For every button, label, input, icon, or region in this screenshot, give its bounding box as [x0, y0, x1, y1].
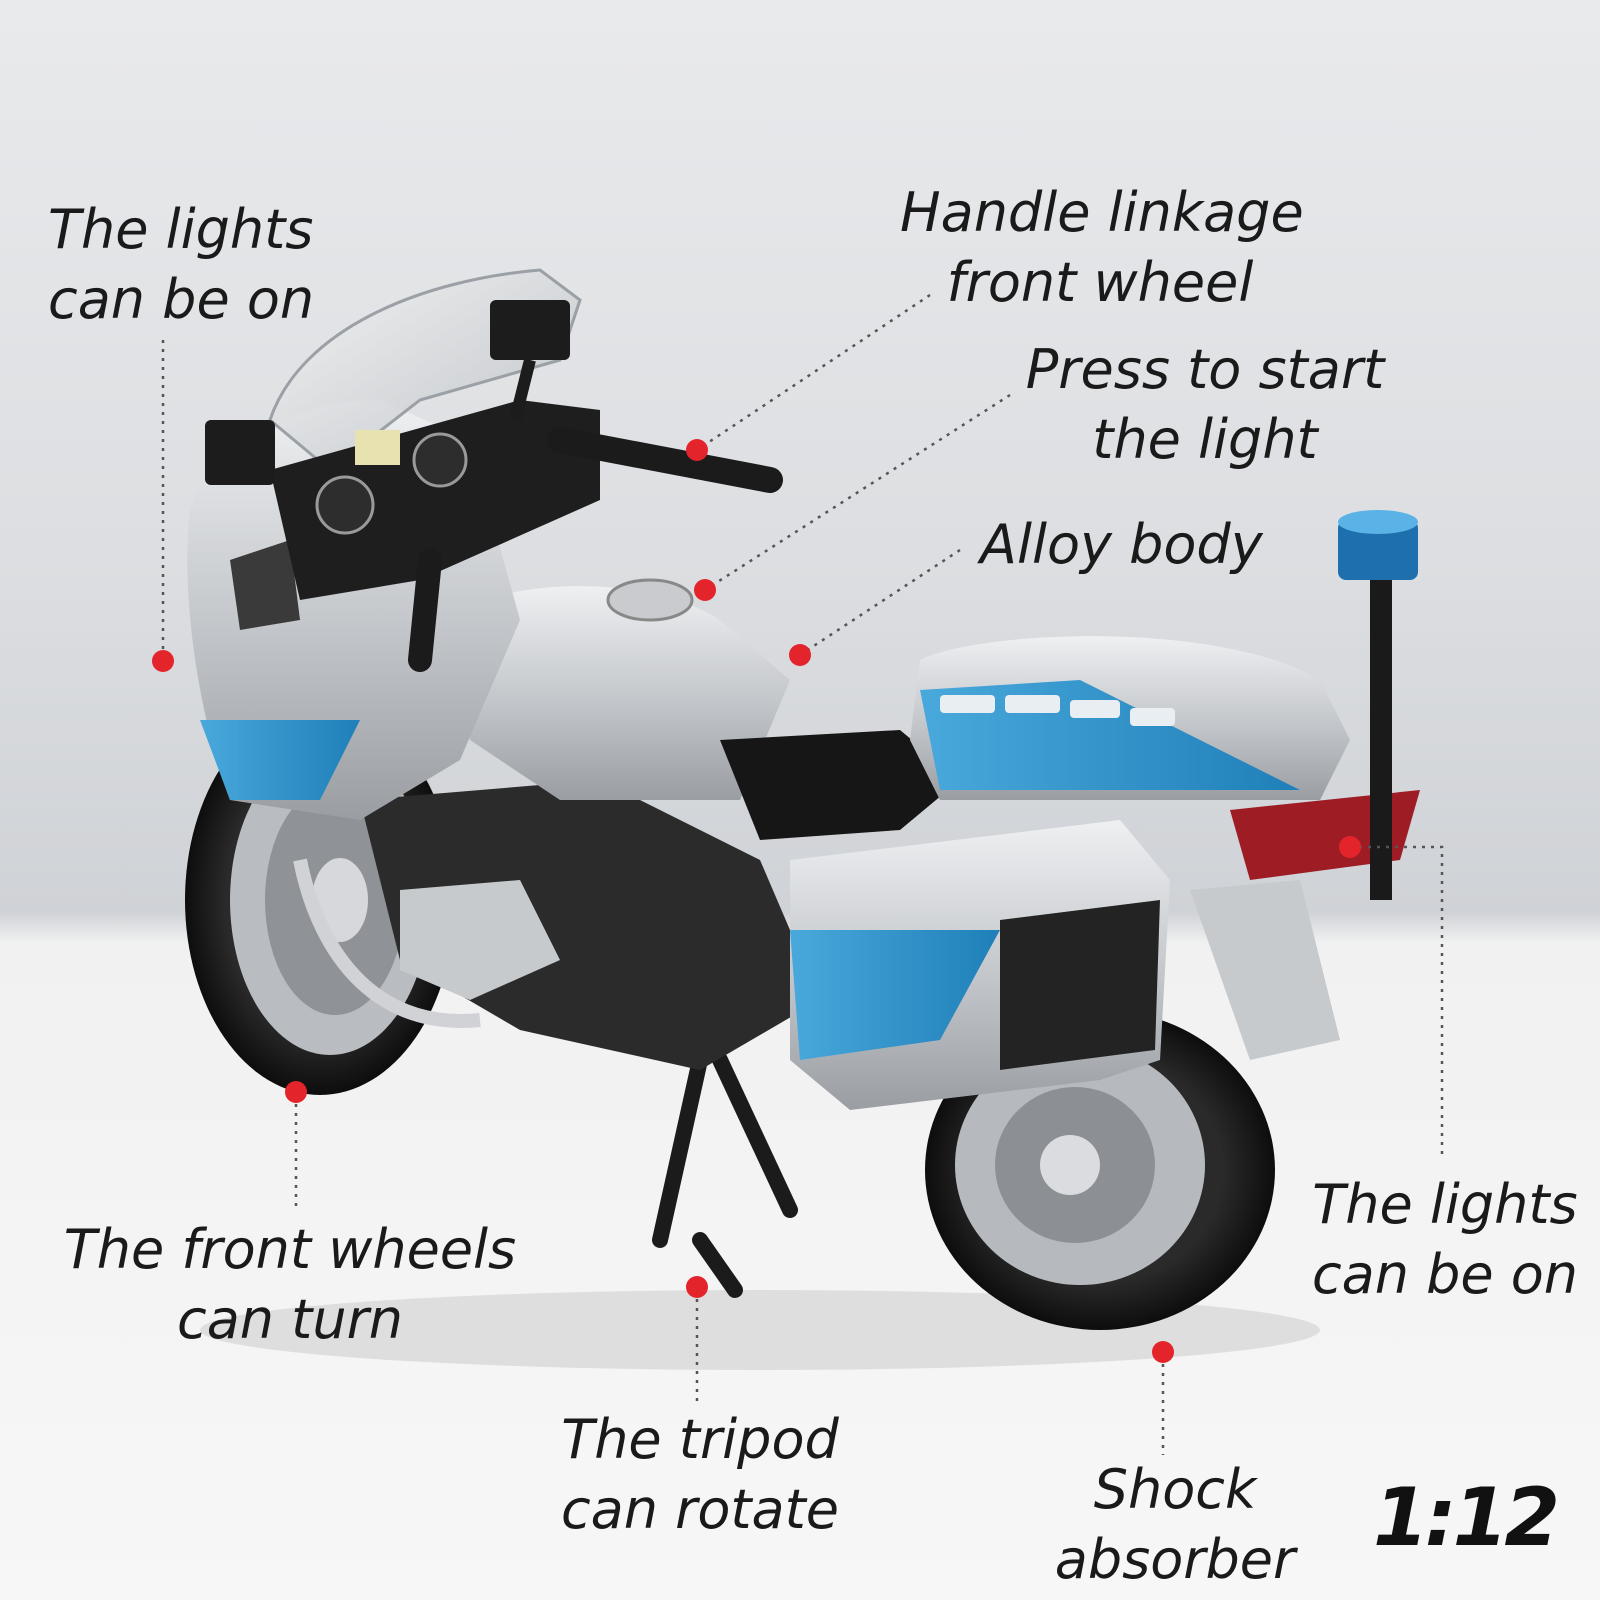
right-mirror	[490, 300, 570, 360]
dash-screen	[355, 430, 400, 465]
label-line: Alloy body	[980, 513, 1263, 576]
pannier-lid	[1000, 900, 1160, 1070]
beacon-top	[1338, 510, 1418, 534]
antenna-pole	[1370, 580, 1392, 900]
fuel-cap	[606, 578, 694, 622]
tachometer-gauge	[412, 432, 468, 488]
label-handle-linkage: Handle linkage front wheel	[900, 178, 1304, 318]
label-line: can turn	[177, 1288, 403, 1351]
fairing-stripe	[200, 720, 360, 800]
label-line: The tripod	[561, 1408, 839, 1471]
pannier-stripe	[790, 930, 1000, 1060]
scale-badge: 1:12	[1373, 1471, 1560, 1564]
side-mirror-light	[230, 540, 300, 630]
blue-beacon-icon	[1338, 520, 1418, 580]
label-lights-rear: The lights can be on	[1300, 1170, 1590, 1310]
crash-bar	[293, 858, 481, 1028]
label-line: The front wheels	[63, 1218, 517, 1281]
label-line: Shock	[1093, 1458, 1257, 1521]
seat	[720, 730, 960, 840]
label-line: can be on	[1311, 1243, 1579, 1306]
label-alloy-body: Alloy body	[980, 510, 1263, 580]
license-plate	[1190, 880, 1340, 1060]
mirror-stem	[509, 358, 536, 422]
label-line: Handle linkage	[900, 181, 1304, 244]
label-line: can rotate	[560, 1478, 840, 1541]
cylinder-head	[400, 880, 560, 1000]
label-line: absorber	[1054, 1528, 1296, 1591]
label-line: The lights	[48, 198, 314, 261]
label-lights-front: The lights can be on	[48, 195, 314, 335]
fuel-tank	[440, 586, 790, 800]
label-line: the light	[1092, 408, 1318, 471]
top-case-reflectors	[940, 695, 1175, 726]
left-handlebar	[408, 548, 442, 672]
speedometer-gauge	[315, 475, 375, 535]
dashboard	[270, 400, 600, 600]
label-front-wheels: The front wheels can turn	[60, 1215, 520, 1355]
label-shock-absorber: Shock absorber	[1030, 1455, 1320, 1595]
label-press-light: Press to start the light	[1010, 335, 1400, 475]
label-line: front wheel	[946, 251, 1254, 314]
label-tripod: The tripod can rotate	[540, 1405, 860, 1545]
label-line: The lights	[1312, 1173, 1578, 1236]
label-line: Press to start	[1025, 338, 1385, 401]
kickstand	[652, 1052, 798, 1298]
left-mirror	[205, 420, 275, 485]
label-line: can be on	[48, 268, 315, 331]
